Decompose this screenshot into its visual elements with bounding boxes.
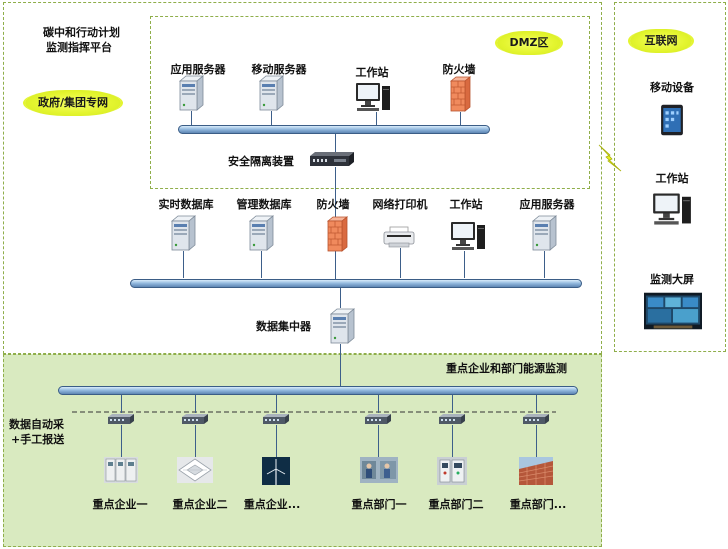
concentrator-link-line [340, 288, 341, 308]
dmz-drop-line [460, 112, 461, 125]
monitoring-network-bus [58, 386, 578, 395]
site-label: 重点企业一 [92, 498, 148, 511]
core-drop-line [261, 251, 262, 278]
factory-workers-icon [360, 457, 398, 483]
core-label-network-printer: 网络打印机 [372, 198, 428, 211]
switch-icon [181, 413, 209, 425]
collect-label-line2: +手工报送 [11, 433, 65, 446]
dmz-network-bus [178, 125, 490, 134]
concentrator-label: 数据集中器 [256, 320, 311, 333]
site-link-line [276, 425, 277, 457]
site-label: 重点部门... [509, 498, 567, 511]
site-drop-line [378, 395, 379, 413]
site-drop-line [452, 395, 453, 413]
ceiling-ac-icon [177, 457, 213, 483]
site-label: 重点部门一 [351, 498, 407, 511]
site-link-line [195, 425, 196, 457]
mobile-device-icon [660, 103, 684, 137]
core-network-bus [130, 279, 582, 288]
site-drop-line [276, 395, 277, 413]
core-drop-line [183, 251, 184, 278]
platform-title-line2: 监测指挥平台 [46, 41, 112, 54]
core-label-realtime-db: 实时数据库 [158, 198, 214, 211]
monitor-screen-icon [644, 292, 702, 330]
management-db-icon [248, 215, 274, 251]
wind-turbine-icon [262, 457, 290, 485]
security-gateway-icon [309, 151, 355, 167]
workstation-icon [652, 192, 692, 226]
realtime-db-icon [170, 215, 196, 251]
dmz-drop-line [376, 112, 377, 125]
app-server-icon [531, 215, 557, 251]
dmz-drop-line [271, 111, 272, 125]
dmz-drop-line [191, 111, 192, 125]
core-label-management-db: 管理数据库 [236, 198, 292, 211]
app-server-icon [178, 75, 204, 111]
workstation-icon [450, 221, 486, 251]
core-label-app-server: 应用服务器 [519, 198, 575, 211]
dmz-label-firewall: 防火墙 [442, 63, 476, 76]
dmz-zone [150, 16, 590, 189]
monitoring-dashed-line [72, 411, 556, 413]
dmz-label-workstation: 工作站 [355, 66, 389, 79]
firewall-icon [449, 76, 471, 112]
dmz-label-mobile-server: 移动服务器 [251, 63, 307, 76]
monitoring-zone [3, 354, 602, 547]
monitoring-title: 重点企业和部门能源监测 [446, 362, 567, 375]
switch-icon [364, 413, 392, 425]
site-link-line [378, 425, 379, 457]
data-concentrator-icon [329, 308, 355, 344]
site-label: 重点部门二 [428, 498, 484, 511]
internet-label-mobile: 移动设备 [650, 81, 694, 94]
switch-icon [522, 413, 550, 425]
site-link-line [121, 425, 122, 457]
internet-label-screen: 监测大屏 [650, 273, 694, 286]
platform-zone [3, 2, 602, 354]
dmz-cloud: DMZ区 [497, 31, 561, 55]
workstation-icon [355, 82, 391, 112]
internet-cloud: 互联网 [630, 29, 692, 53]
core-drop-line [544, 251, 545, 278]
site-drop-line [536, 395, 537, 413]
gov-network-cloud: 政府/集团专网 [25, 90, 121, 116]
printer-icon [383, 226, 415, 248]
collect-label-line1: 数据自动采 [9, 418, 64, 431]
equipment-room-icon [437, 457, 467, 485]
firewall-icon [326, 216, 348, 252]
mobile-server-icon [258, 75, 284, 111]
gateway-link-line [335, 134, 336, 152]
switch-icon [107, 413, 135, 425]
internet-zone [614, 2, 726, 352]
core-label-workstation: 工作站 [449, 198, 483, 211]
dmz-label-app-server: 应用服务器 [170, 63, 226, 76]
switch-icon [262, 413, 290, 425]
site-label: 重点企业二 [172, 498, 228, 511]
platform-title-line1: 碳中和行动计划 [43, 26, 120, 39]
gateway-label: 安全隔离装置 [228, 155, 294, 168]
core-drop-line [400, 248, 401, 278]
site-link-line [536, 425, 537, 457]
switch-icon [438, 413, 466, 425]
site-link-line [452, 425, 453, 457]
internet-label-workstation: 工作站 [655, 172, 689, 185]
electrical-cabinet-icon [104, 457, 138, 483]
solar-roof-icon [519, 457, 553, 485]
concentrator-link-line [340, 344, 341, 386]
site-drop-line [121, 395, 122, 413]
core-label-firewall: 防火墙 [316, 198, 350, 211]
site-drop-line [195, 395, 196, 413]
site-label: 重点企业... [243, 498, 301, 511]
lightning-icon [598, 144, 622, 172]
core-drop-line [464, 251, 465, 278]
